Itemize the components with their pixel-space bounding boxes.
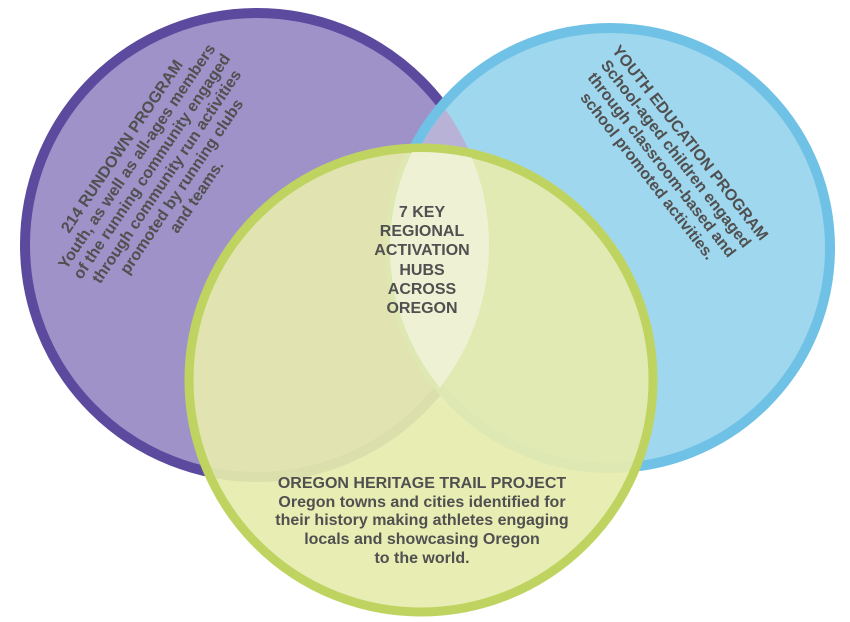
center-line: REGIONAL bbox=[379, 223, 465, 241]
bottom-circle-line: their history making athletes engaging bbox=[275, 512, 569, 530]
bottom-circle-line: to the world. bbox=[374, 549, 470, 567]
bottom-circle-line: Oregon towns and cities identified for bbox=[278, 493, 566, 511]
center-line: HUBS bbox=[399, 261, 445, 279]
bottom-circle-line: locals and showcasing Oregon bbox=[304, 531, 540, 549]
center-text: 7 KEY REGIONAL ACTIVATION HUBS ACROSS OR… bbox=[360, 203, 484, 318]
center-line: ACTIVATION bbox=[374, 242, 470, 260]
bottom-circle bbox=[184, 143, 658, 617]
center-line: OREGON bbox=[386, 299, 458, 317]
bottom-circle-text: OREGON HERITAGE TRAIL PROJECT Oregon tow… bbox=[232, 475, 612, 569]
bottom-circle-title: OREGON HERITAGE TRAIL PROJECT bbox=[277, 475, 567, 492]
center-line: ACROSS bbox=[387, 280, 457, 298]
center-line: 7 KEY bbox=[398, 204, 446, 221]
